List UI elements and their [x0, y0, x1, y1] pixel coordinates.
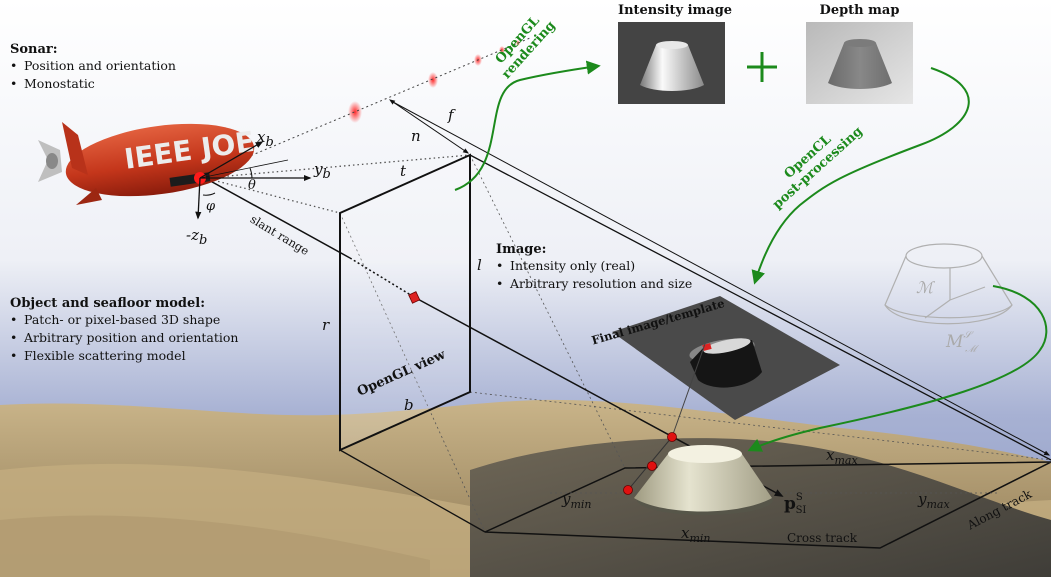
image-bullet-1: Intensity only (real): [496, 257, 692, 275]
zb-label: -zb: [186, 226, 208, 248]
intensity-image-heading: Intensity image: [618, 3, 733, 18]
cross-track-label: Cross track: [787, 531, 857, 545]
xb-label: xb: [257, 128, 274, 150]
opencl-postprocessing-arrow: [751, 67, 970, 285]
ymin-label: ymin: [562, 490, 592, 511]
sonar-title: Sonar: [10, 42, 53, 57]
intersection-point: [647, 461, 657, 471]
intersection-point: [667, 432, 677, 442]
image-bullet-2: Arbitrary resolution and size: [496, 275, 692, 293]
body-axes: [195, 141, 312, 220]
xmin-label: xmin: [681, 524, 711, 545]
n-label: n: [411, 127, 421, 145]
opengl-view-plane: [339, 153, 471, 452]
theta-label: θ: [248, 178, 256, 193]
l-label: l: [477, 256, 482, 274]
xmax-label: xmax: [826, 446, 858, 467]
transform-arrow: [747, 285, 1048, 452]
m-label: ℳ: [916, 278, 934, 297]
t-label: t: [400, 162, 407, 180]
p-si-label: pSSI: [784, 492, 807, 516]
phi-label: φ: [206, 199, 216, 214]
sonar-bullet-1: Position and orientation: [10, 57, 176, 75]
object-model-title: Object and seafloor model: [10, 296, 201, 311]
slant-range-ray: [204, 177, 351, 259]
image-block: Image: Intensity only (real) Arbitrary r…: [496, 242, 692, 293]
far-plane-arrow: [392, 101, 1051, 456]
seafloor-object-cone: [634, 445, 773, 515]
depth-map-heading: Depth map: [819, 3, 900, 18]
object-model-block: Object and seafloor model: Patch- or pix…: [10, 296, 238, 365]
object-model-icon: [884, 243, 1013, 325]
b-label: b: [404, 396, 414, 414]
object-model-bullet-1: Patch- or pixel-based 3D shape: [10, 311, 238, 329]
projection-line: [671, 343, 706, 438]
object-model-bullet-3: Flexible scattering model: [10, 347, 238, 365]
pixel-marker: [408, 291, 421, 304]
object-model-bullet-2: Arbitrary position and orientation: [10, 329, 238, 347]
sonar-bullet-2: Monostatic: [10, 75, 176, 93]
view-frustum: [204, 154, 1051, 533]
yb-label: yb: [314, 160, 331, 182]
intersection-point: [623, 485, 633, 495]
seafloor-foreground: [0, 515, 430, 577]
r-label: r: [322, 316, 330, 334]
seafloor-patch: [484, 461, 1051, 549]
opengl-rendering-arrow: [454, 60, 601, 191]
mss-label: M𝒮ℳ: [946, 330, 977, 355]
f-label: f: [448, 106, 454, 124]
ymax-label: ymax: [918, 490, 950, 511]
sonar-pings: [204, 37, 531, 176]
image-title: Image: [496, 242, 542, 257]
near-plane-arrow: [389, 99, 469, 154]
plus-sign: [747, 52, 777, 82]
sonar-block: Sonar: Position and orientation Monostat…: [10, 42, 176, 93]
